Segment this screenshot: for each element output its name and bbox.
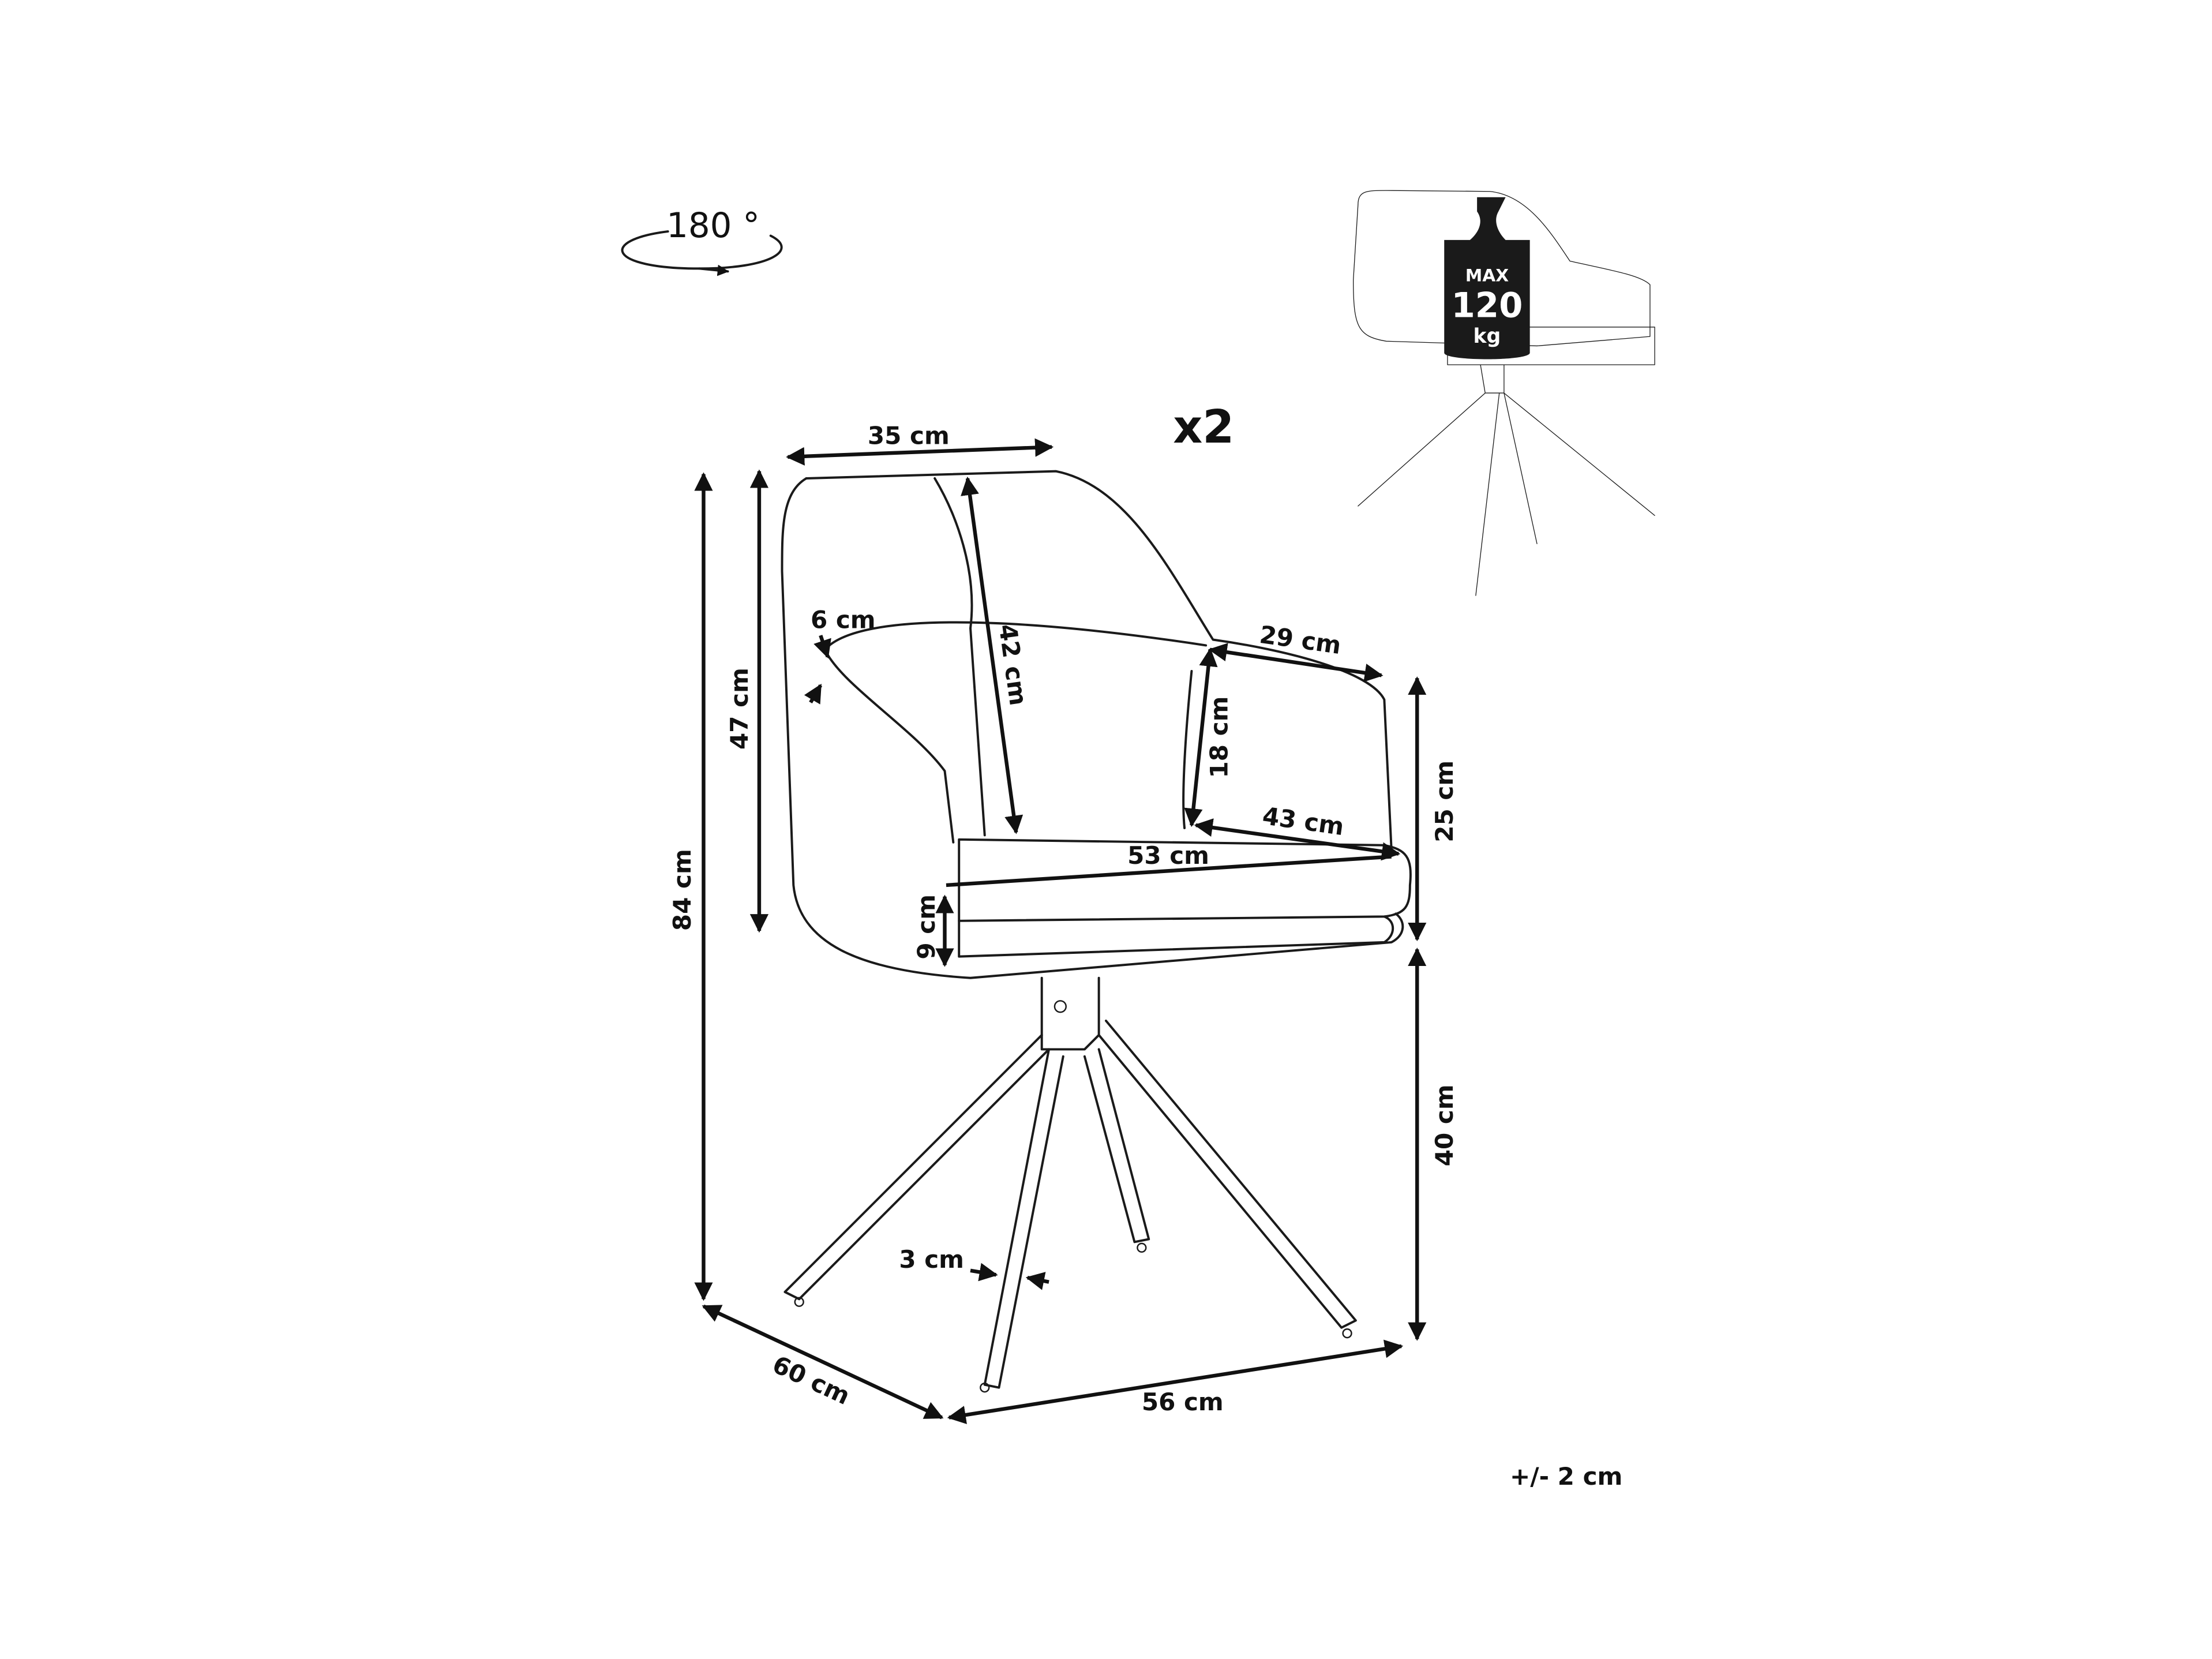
armrest-height-label: 18 cm <box>1205 696 1233 778</box>
dimension-lines <box>694 438 1427 1424</box>
weight-icon: MAX 120 kg <box>1444 197 1530 359</box>
max-unit: kg <box>1474 325 1501 348</box>
rotation-icon: 180 ° <box>621 205 783 276</box>
leg-width-label: 3 cm <box>899 1245 964 1274</box>
back-depth-label: 6 cm <box>811 606 876 634</box>
back-width-label: 35 cm <box>868 422 950 450</box>
back-height-label: 42 cm <box>993 622 1033 707</box>
width-label: 56 cm <box>1142 1388 1224 1416</box>
quantity-label: x2 <box>1173 400 1234 454</box>
max-label: MAX <box>1465 265 1509 286</box>
seat-width-label: 53 cm <box>1127 841 1209 870</box>
chair-drawing <box>781 470 1412 1393</box>
armrest-from-seat-label: 25 cm <box>1430 761 1459 842</box>
seat-height-label: 40 cm <box>1430 1084 1459 1166</box>
depth-label: 60 cm <box>768 1350 854 1410</box>
total-height-label: 84 cm <box>668 849 696 931</box>
seat-to-top-label: 47 cm <box>725 668 753 750</box>
armrest-length-label: 29 cm <box>1258 620 1343 660</box>
rotation-label: 180 ° <box>666 205 760 245</box>
max-value: 120 <box>1451 285 1523 325</box>
tolerance-label: +/- 2 cm <box>1510 1462 1622 1491</box>
seat-thickness-label: 9 cm <box>912 894 940 960</box>
